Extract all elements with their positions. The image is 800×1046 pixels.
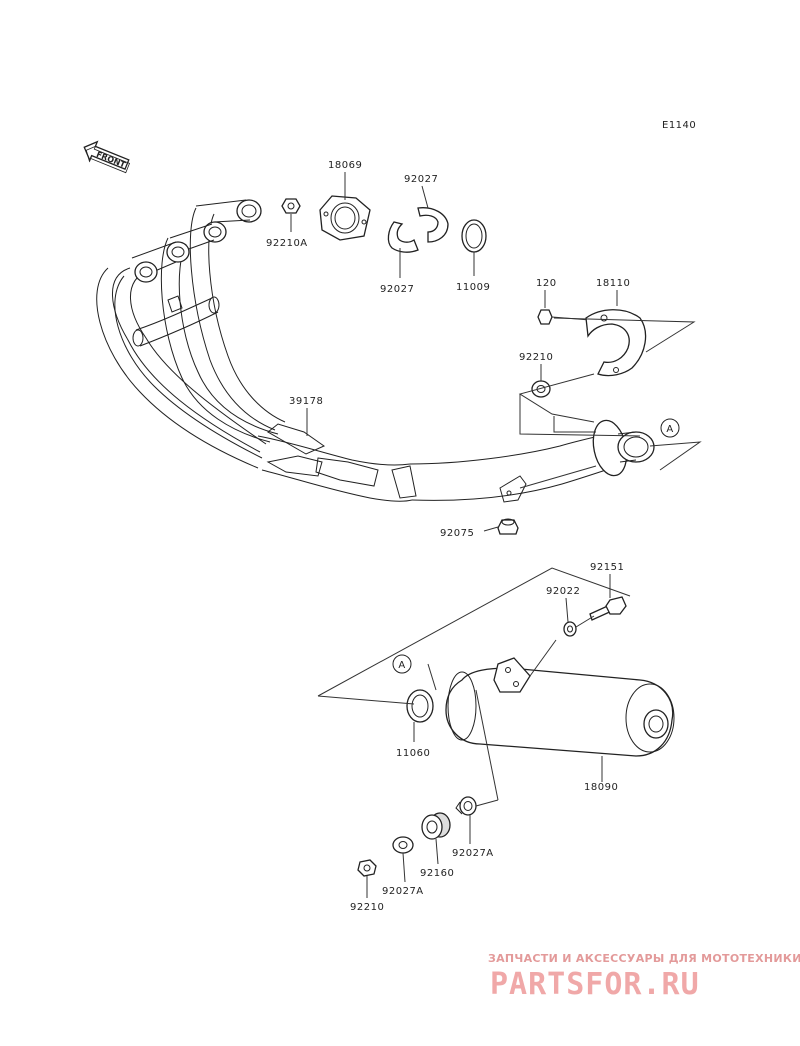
part-label-92075: 92075 bbox=[440, 528, 474, 539]
part-label-120: 120 bbox=[536, 278, 557, 289]
part-label-92027a-lower: 92027A bbox=[382, 886, 424, 897]
grommet-92210-upper bbox=[531, 380, 551, 398]
part-labels: 18069 92027 92210A 92027 11009 120 18110… bbox=[266, 160, 630, 913]
part-label-11060: 11060 bbox=[396, 748, 430, 759]
muffler-18090 bbox=[445, 657, 675, 757]
part-label-92210a: 92210A bbox=[266, 238, 308, 249]
watermark: ЗАПЧАСТИ И АКСЕССУАРЫ ДЛЯ МОТОТЕХНИКИ PA… bbox=[488, 952, 800, 1002]
washer-92022 bbox=[563, 621, 577, 637]
svg-text:A: A bbox=[398, 660, 405, 671]
leader-lines bbox=[290, 172, 702, 898]
part-label-18069: 18069 bbox=[328, 160, 362, 171]
gasket-11060 bbox=[406, 689, 434, 723]
split-ring-upper bbox=[417, 207, 449, 243]
bolt-120 bbox=[537, 309, 591, 325]
part-label-92027-upper: 92027 bbox=[404, 174, 438, 185]
grommet-92160 bbox=[421, 812, 451, 840]
watermark-brand: PARTSFOR.RU bbox=[490, 967, 700, 1002]
part-label-92160: 92160 bbox=[420, 868, 454, 879]
part-label-92210-upper: 92210 bbox=[519, 352, 553, 363]
part-label-92151: 92151 bbox=[590, 562, 624, 573]
collar-92027a-upper bbox=[455, 796, 477, 816]
exhaust-header-pipes bbox=[96, 199, 655, 503]
part-label-92027-lower: 92027 bbox=[380, 284, 414, 295]
split-ring-lower bbox=[387, 221, 419, 253]
collar-92027a-lower bbox=[392, 836, 414, 854]
grommet-92075 bbox=[497, 518, 519, 535]
part-label-92027a-upper: 92027A bbox=[452, 848, 494, 859]
nut-92210-lower bbox=[357, 859, 377, 877]
gasket-18069 bbox=[319, 195, 371, 241]
callout-a-upper: A bbox=[660, 418, 680, 438]
watermark-tagline: ЗАПЧАСТИ И АКСЕССУАРЫ ДЛЯ МОТОТЕХНИКИ bbox=[488, 952, 800, 965]
part-label-92022: 92022 bbox=[546, 586, 580, 597]
svg-text:A: A bbox=[666, 424, 673, 435]
diagram-code: E1140 bbox=[662, 120, 696, 131]
part-label-39178: 39178 bbox=[289, 396, 323, 407]
part-label-92210-lower: 92210 bbox=[350, 902, 384, 913]
heat-protector-18110 bbox=[585, 309, 647, 377]
nut-92210a bbox=[281, 198, 301, 214]
part-label-11009: 11009 bbox=[456, 282, 490, 293]
bolt-92151 bbox=[589, 596, 627, 621]
gasket-11009 bbox=[461, 219, 487, 253]
front-arrow-icon: FRONT bbox=[83, 140, 131, 174]
callout-a-lower: A bbox=[392, 654, 412, 674]
part-label-18110: 18110 bbox=[596, 278, 630, 289]
part-label-18090: 18090 bbox=[584, 782, 618, 793]
